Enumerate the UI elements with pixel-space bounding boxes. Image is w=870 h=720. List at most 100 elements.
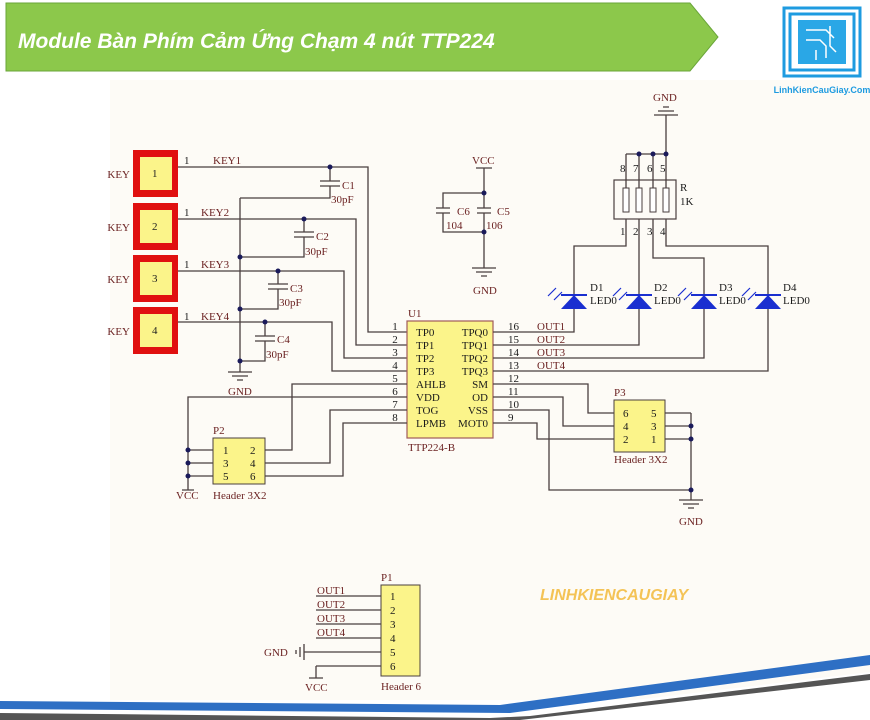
svg-text:OUT3: OUT3 — [317, 613, 346, 625]
svg-text:1K: 1K — [680, 196, 694, 208]
svg-text:C3: C3 — [290, 283, 303, 295]
svg-text:7: 7 — [633, 163, 639, 175]
svg-text:LED0: LED0 — [719, 295, 746, 307]
logo-text: LinhKienCauGiay.Com — [774, 85, 870, 95]
svg-text:C2: C2 — [316, 231, 329, 243]
svg-text:4: 4 — [152, 325, 158, 337]
u1-pin-number: 12 — [508, 373, 519, 385]
svg-text:OUT1: OUT1 — [537, 321, 565, 333]
svg-text:D3: D3 — [719, 282, 733, 294]
svg-text:C6: C6 — [457, 206, 470, 218]
svg-text:6: 6 — [390, 661, 396, 673]
svg-text:1: 1 — [223, 445, 229, 457]
key-label: KEY — [107, 274, 130, 286]
page-title: Module Bàn Phím Cảm Ứng Chạm 4 nút TTP22… — [18, 29, 495, 53]
u1-pin-name: TPQ0 — [462, 327, 489, 339]
svg-text:1: 1 — [152, 168, 158, 180]
u1-pin-name: TP3 — [416, 366, 435, 378]
key-pad-3: 3 KEY — [107, 255, 178, 302]
svg-text:3: 3 — [390, 619, 396, 631]
u1-pin-number: 15 — [508, 334, 520, 346]
svg-text:2: 2 — [623, 434, 629, 446]
svg-text:GND: GND — [228, 386, 252, 398]
u1-pin-name: TOG — [416, 405, 438, 417]
svg-text:U1: U1 — [408, 308, 421, 320]
u1-pin-name: TPQ2 — [462, 353, 488, 365]
svg-text:D4: D4 — [783, 282, 797, 294]
svg-text:GND: GND — [264, 647, 288, 659]
svg-text:3: 3 — [223, 458, 229, 470]
u1-pin-number: 13 — [508, 360, 520, 372]
svg-text:C1: C1 — [342, 180, 355, 192]
svg-text:Header 6: Header 6 — [381, 681, 422, 693]
svg-text:1: 1 — [184, 155, 190, 167]
u1-pin-number: 7 — [392, 399, 398, 411]
svg-text:2: 2 — [390, 605, 396, 617]
svg-text:106: 106 — [486, 220, 503, 232]
u1-pin-name: SM — [472, 379, 488, 391]
svg-text:5: 5 — [390, 647, 396, 659]
svg-text:6: 6 — [250, 471, 256, 483]
svg-text:3: 3 — [647, 226, 653, 238]
title-banner: Module Bàn Phím Cảm Ứng Chạm 4 nút TTP22… — [5, 2, 719, 72]
u1-pin-name: TPQ1 — [462, 340, 488, 352]
svg-text:P1: P1 — [381, 572, 393, 584]
svg-text:5: 5 — [223, 471, 229, 483]
u1-pin-number: 2 — [392, 334, 398, 346]
svg-text:D1: D1 — [590, 282, 603, 294]
u1-pin-name: TP1 — [416, 340, 434, 352]
svg-text:30pF: 30pF — [305, 246, 328, 258]
key-pad-1: 1 KEY — [107, 150, 178, 197]
svg-text:3: 3 — [152, 273, 158, 285]
u1-pin-number: 4 — [392, 360, 398, 372]
u1-pin-number: 14 — [508, 347, 520, 359]
svg-text:OUT2: OUT2 — [537, 334, 565, 346]
svg-text:6: 6 — [623, 408, 629, 420]
svg-text:OUT1: OUT1 — [317, 585, 345, 597]
svg-text:5: 5 — [651, 408, 657, 420]
svg-text:1: 1 — [390, 591, 396, 603]
svg-text:30pF: 30pF — [331, 194, 354, 206]
key-label: KEY — [107, 326, 130, 338]
svg-text:GND: GND — [653, 92, 677, 104]
svg-text:5: 5 — [660, 163, 666, 175]
key-pad-4: 4 KEY — [107, 307, 178, 354]
u1-pin-number: 10 — [508, 399, 520, 411]
u1-pin-number: 6 — [392, 386, 398, 398]
u1-pin-number: 11 — [508, 386, 519, 398]
key-label: KEY — [107, 169, 130, 181]
u1-pin-name: VSS — [468, 405, 488, 417]
u1-pin-name: MOT0 — [458, 418, 488, 430]
svg-text:C5: C5 — [497, 206, 510, 218]
svg-text:Header 3X2: Header 3X2 — [213, 490, 266, 502]
svg-text:KEY1: KEY1 — [213, 155, 241, 167]
key-label: KEY — [107, 222, 130, 234]
svg-text:VCC: VCC — [305, 682, 328, 694]
svg-text:GND: GND — [473, 285, 497, 297]
u1-pin-name: LPMB — [416, 418, 446, 430]
svg-text:2: 2 — [152, 221, 158, 233]
svg-text:TTP224-B: TTP224-B — [408, 442, 455, 454]
svg-text:KEY3: KEY3 — [201, 259, 230, 271]
svg-text:4: 4 — [623, 421, 629, 433]
svg-text:OUT2: OUT2 — [317, 599, 345, 611]
svg-text:Header 3X2: Header 3X2 — [614, 454, 667, 466]
svg-text:6: 6 — [647, 163, 653, 175]
svg-text:30pF: 30pF — [266, 349, 289, 361]
svg-text:104: 104 — [446, 220, 463, 232]
svg-text:OUT4: OUT4 — [317, 627, 346, 639]
svg-text:VCC: VCC — [176, 490, 199, 502]
output-wiring: OUT1 OUT2 OUT3 OUT4 — [493, 308, 769, 372]
svg-text:R: R — [680, 182, 688, 194]
svg-text:1: 1 — [184, 259, 190, 271]
